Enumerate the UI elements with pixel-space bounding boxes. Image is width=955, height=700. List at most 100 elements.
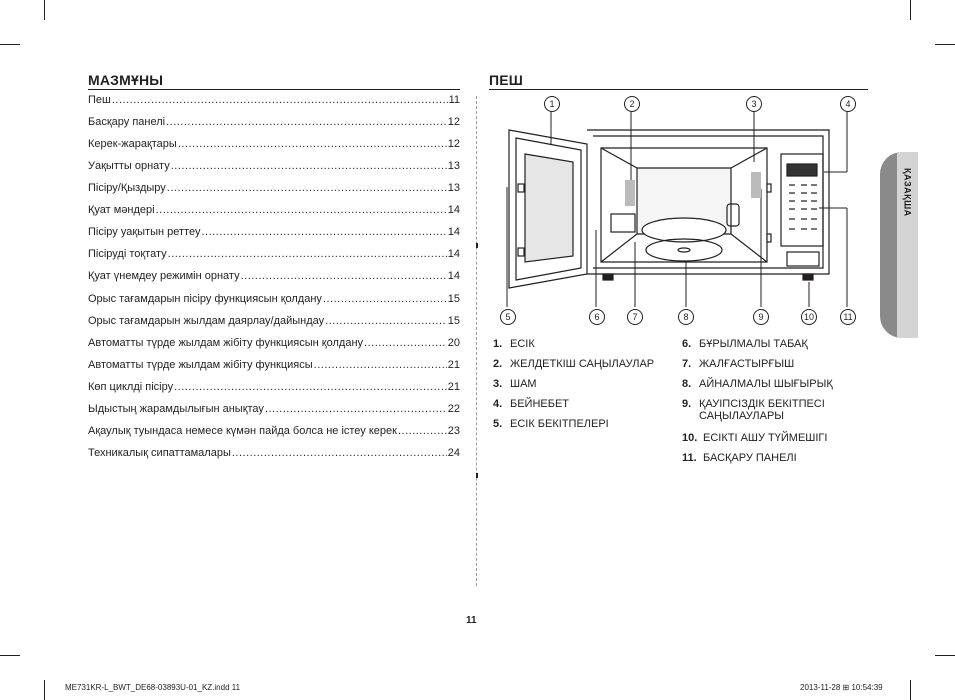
- toc-entry-page: 14: [447, 248, 460, 261]
- toc-entry: Пеш 11: [88, 94, 460, 106]
- part-number: 3.: [493, 378, 503, 390]
- toc-entry-page: 14: [447, 204, 460, 217]
- part-label: БАСҚАРУ ПАНЕЛІ: [703, 452, 797, 464]
- toc-entry: Пісіру уақытын реттеу14: [88, 226, 460, 238]
- language-tab-label: ҚАЗАҚША: [902, 167, 913, 217]
- toc-entry: Уақытты орнату 13: [88, 160, 460, 172]
- toc-entry-page: 20: [447, 336, 460, 349]
- part-label: БЕЙНЕБЕТ: [510, 398, 570, 410]
- toc-entry: Орыс тағамдарын жылдам даярлау/дайындау1…: [88, 315, 460, 327]
- callout-7: 7: [627, 309, 643, 325]
- toc-entry-page: 11: [448, 94, 460, 106]
- part-number: 11.: [682, 452, 697, 464]
- part-number: 8.: [682, 378, 692, 390]
- toc-dot-leader: [156, 204, 447, 216]
- crop-mark: [44, 0, 45, 20]
- toc-entry: Қуат мәндері 14: [88, 204, 460, 216]
- part-number: 5.: [493, 418, 503, 430]
- part-number: 2.: [493, 358, 503, 370]
- part-item: 2. ЖЕЛДЕТКІШ САҢЫЛАУЛАР: [493, 358, 654, 370]
- part-label: ШАМ: [510, 378, 537, 390]
- part-label-line2: САҢЫЛАУЛАРЫ: [699, 410, 785, 422]
- toc-dot-leader: [323, 293, 447, 305]
- callout-9: 9: [753, 309, 769, 325]
- toc-dot-leader: [325, 315, 447, 327]
- toc-entry-label: Көп циклді пісіру: [88, 380, 174, 393]
- part-item: 11. БАСҚАРУ ПАНЕЛІ: [682, 452, 797, 464]
- toc-entry: Керек-жарақтары12: [88, 138, 460, 150]
- fold-marker: [476, 243, 478, 248]
- toc-dot-leader: [168, 248, 447, 260]
- toc-entry-label: Ыдыстың жарамдылығын анықтау: [88, 402, 264, 415]
- toc-entry: Орыс тағамдарын пісіру функциясын қолдан…: [88, 293, 460, 305]
- part-item: 8. АЙНАЛМАЛЫ ШЫҒЫРЫҚ: [682, 378, 833, 390]
- toc-entry-page: 24: [447, 446, 460, 459]
- toc-dot-leader: [178, 138, 447, 150]
- toc-entry-page: 15: [447, 314, 460, 327]
- oven-diagram: [506, 112, 848, 307]
- toc-entry-label: Басқару панелі: [88, 116, 166, 129]
- toc-entry: Қуат үнемдеу режимін орнату 14: [88, 270, 460, 282]
- crop-mark: [935, 655, 955, 656]
- oven-title: ПЕШ: [489, 72, 524, 88]
- toc-entry-page: 13: [447, 160, 460, 173]
- callout-10: 10: [801, 309, 817, 325]
- part-item: 7.ЖАЛҒАСТЫРҒЫШ: [682, 358, 794, 370]
- crop-mark: [0, 655, 20, 656]
- page-number: 11: [466, 615, 477, 626]
- footer-filename: ME731KR-L_BWT_DE68-03893U-01_KZ.indd 11: [65, 683, 241, 692]
- callout-2: 2: [624, 96, 640, 112]
- oven-title-rule: [489, 89, 868, 90]
- crop-mark: [44, 680, 45, 700]
- toc-entry-page: 14: [447, 226, 460, 239]
- toc-entry-label: Автоматты түрде жылдам жібіту функциясын…: [88, 336, 364, 349]
- toc-entry: Ыдыстың жарамдылығын анықтау22: [88, 403, 460, 415]
- toc-entry-label: Техникалық сипаттамалары: [88, 446, 231, 459]
- toc-dot-leader: [174, 381, 447, 393]
- part-label: ЖАЛҒАСТЫРҒЫШ: [699, 358, 795, 370]
- part-label: ҚАУІПСІЗДІК БЕКІТПЕСІ: [699, 398, 825, 410]
- toc-entry-page: 12: [447, 116, 460, 129]
- fold-marker: [476, 473, 478, 478]
- toc-dot-leader: [241, 270, 447, 282]
- toc-dot-leader: [265, 403, 447, 415]
- toc-dot-leader: [314, 359, 447, 371]
- toc-entry: Басқару панелі 12: [88, 116, 460, 128]
- part-item: 6.БҰРЫЛМАЛЫ ТАБАҚ: [682, 338, 808, 350]
- part-number: 4.: [493, 398, 503, 410]
- toc-entry-label: Автоматты түрде жылдам жібіту функциясы: [88, 358, 313, 371]
- toc-entry-label: Қуат мәндері: [88, 204, 155, 217]
- toc-entry-label: Қуат үнемдеу режимін орнату: [88, 270, 240, 283]
- toc-dot-leader: [171, 160, 447, 172]
- toc-entry-page: 23: [447, 424, 460, 437]
- callout-6: 6: [589, 309, 605, 325]
- part-number: 10.: [682, 432, 698, 444]
- part-label: АЙНАЛМАЛЫ ШЫҒЫРЫҚ: [699, 378, 833, 390]
- toc-entry: Пісіруді тоқтату 14: [88, 248, 460, 260]
- toc-entry-label: Пеш: [88, 94, 111, 106]
- toc-entry-page: 13: [447, 182, 460, 195]
- part-item: 1.ЕСІК: [493, 338, 535, 350]
- part-label: ЖЕЛДЕТКІШ САҢЫЛАУЛАР: [510, 358, 655, 370]
- toc-entry-page: 15: [447, 292, 460, 305]
- crop-mark: [0, 44, 20, 45]
- toc-entry-label: Пісіруді тоқтату: [88, 248, 167, 261]
- toc-entry-page: 14: [447, 270, 460, 283]
- toc-entry: Пісіру/Қыздыру13: [88, 182, 460, 194]
- toc-entry-label: Уақытты орнату: [88, 160, 170, 173]
- toc-entry-label: Ақаулық туындаса немесе күмән пайда болс…: [88, 424, 397, 437]
- toc-entry: Көп циклді пісіру 21: [88, 381, 460, 393]
- callout-5: 5: [500, 309, 516, 325]
- footer-timestamp: 2013-11-28 ⊞ 10:54:39: [800, 683, 883, 692]
- toc-entry-page: 21: [447, 380, 460, 393]
- language-tab-inner: [897, 152, 918, 338]
- toc-dot-leader: [232, 447, 447, 459]
- toc-dot-leader: [364, 337, 447, 349]
- crop-mark: [910, 680, 911, 700]
- toc-dot-leader: [398, 425, 447, 437]
- toc-dot-leader: [201, 226, 446, 238]
- part-item: 4. БЕЙНЕБЕТ: [493, 398, 569, 410]
- part-number: 6.: [682, 338, 692, 350]
- crop-mark: [910, 0, 911, 20]
